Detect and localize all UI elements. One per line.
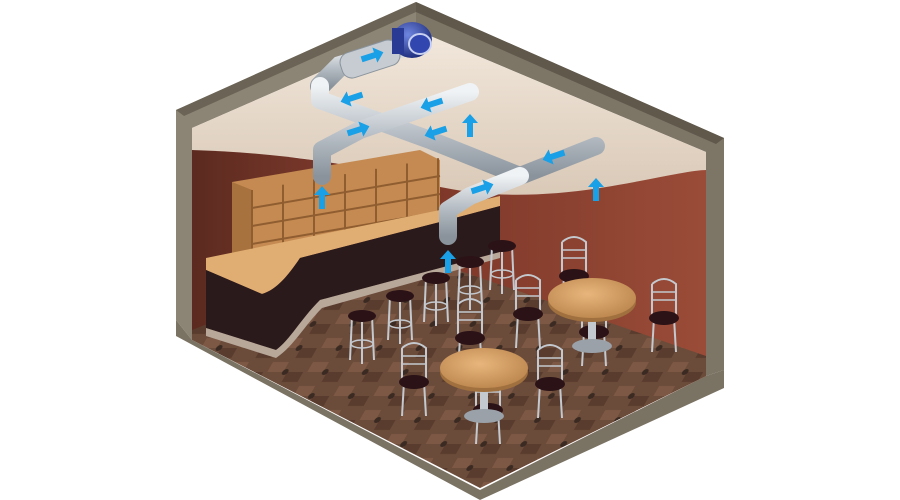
room-shell <box>176 2 724 500</box>
bar-stool <box>456 256 484 310</box>
airflow-arrow-icon <box>542 149 566 165</box>
duct-branch-cross <box>313 83 479 185</box>
round-table <box>440 348 528 423</box>
bar-stool <box>488 240 516 294</box>
airflow-arrow-icon <box>470 179 494 195</box>
duct-branch-left <box>311 77 605 185</box>
airflow-arrow-icon <box>340 91 364 107</box>
airflow-arrow-icon <box>420 97 444 113</box>
chair <box>399 342 429 417</box>
centrifugal-fan-icon <box>392 22 432 58</box>
wall-top-edge-right <box>416 2 724 144</box>
airflow-arrow-icon <box>588 178 604 201</box>
airflow-arrows <box>314 47 604 273</box>
furniture <box>348 236 679 445</box>
counter-front <box>206 206 500 350</box>
bar-stool <box>348 310 376 364</box>
chair <box>535 344 565 419</box>
airflow-arrow-icon <box>462 114 478 137</box>
bar-stool <box>422 272 450 326</box>
counter-top <box>206 196 500 294</box>
chair <box>513 274 543 349</box>
wall-top-edge-left <box>176 2 416 116</box>
chair <box>649 278 679 353</box>
airflow-arrow-icon <box>424 125 448 141</box>
airflow-arrow-icon <box>346 121 370 137</box>
shelving-unit <box>232 150 441 262</box>
airflow-arrow-icon <box>440 250 456 273</box>
airflow-arrow-icon <box>360 47 384 63</box>
round-table <box>548 278 636 353</box>
bar-stool <box>386 290 414 344</box>
duct-drop-lower <box>439 167 529 245</box>
airflow-arrow-icon <box>314 186 330 209</box>
